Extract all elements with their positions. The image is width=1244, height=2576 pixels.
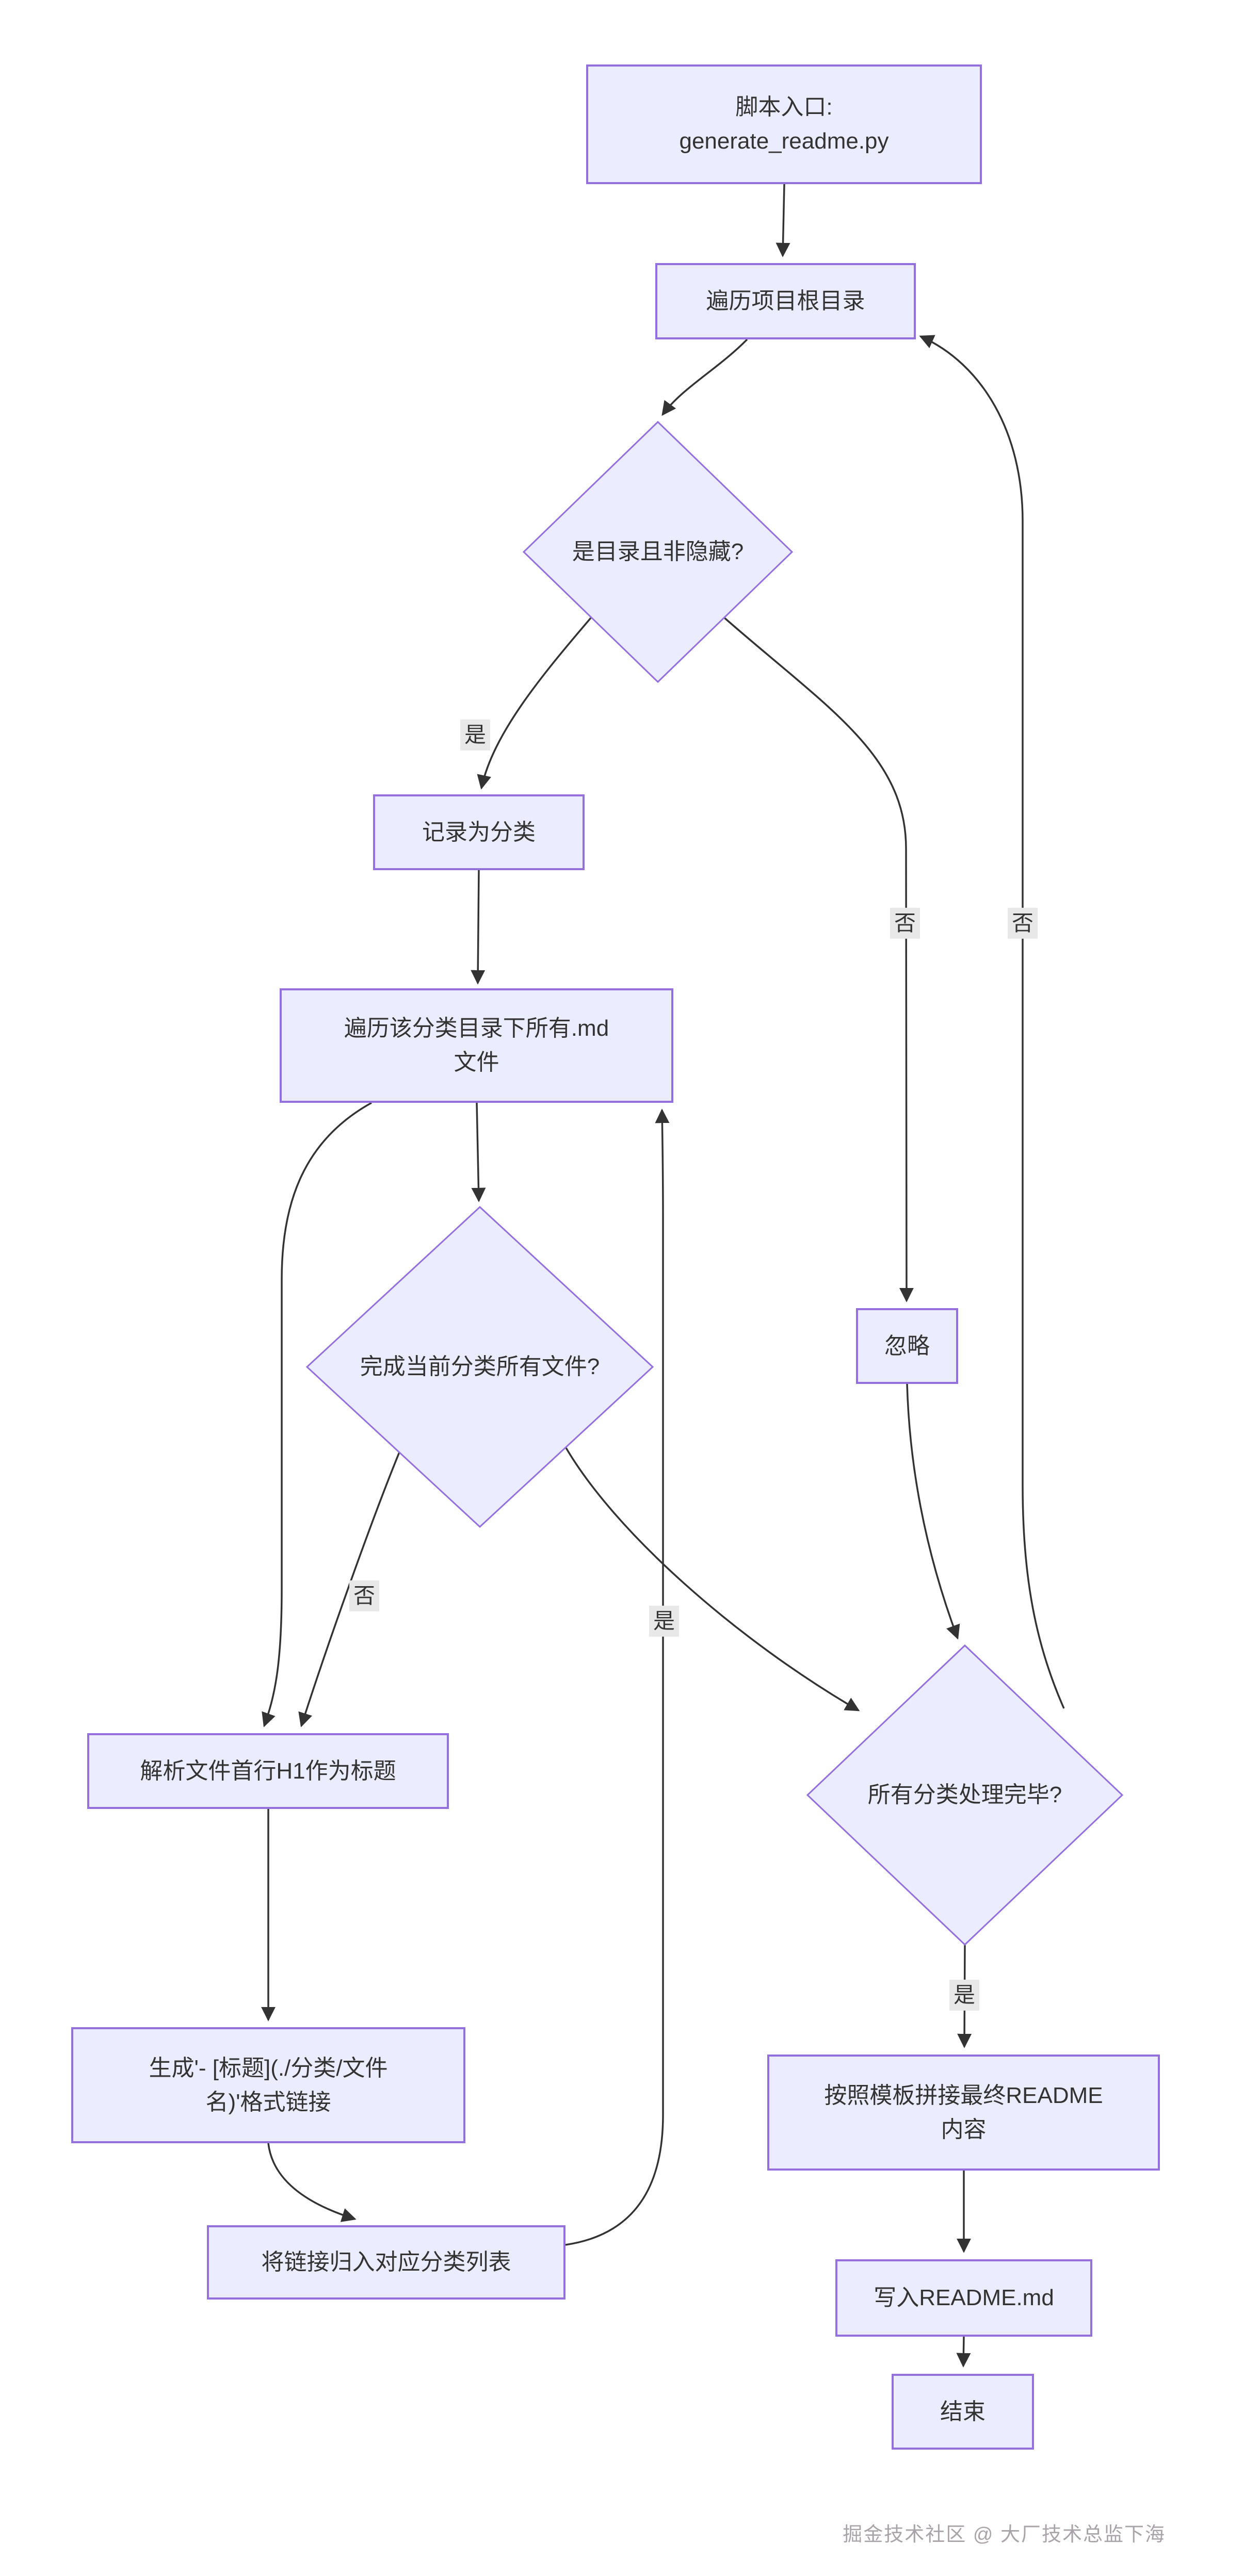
edge-label-is-dir-yes: 是 bbox=[460, 719, 491, 751]
node-write-readme: 写入README.md bbox=[835, 2259, 1092, 2337]
edge-generate-to-append bbox=[267, 2143, 357, 2222]
watermark-text: 掘金技术社区 @ 大厂技术总监下海 bbox=[843, 2524, 1166, 2546]
edge-categories-done-no-to-traverse-root bbox=[919, 335, 1065, 1709]
edge-label-categories-done-no: 否 bbox=[1007, 907, 1038, 939]
node-generate-link: 生成'- [标题](./分类/文件 名)'格式链接 bbox=[71, 2027, 465, 2143]
decision-categories-done-shape bbox=[806, 1644, 1124, 1946]
edge-append-loop-to-traverse-md bbox=[565, 1108, 670, 2246]
edge-ignore-to-categories-done bbox=[906, 1383, 960, 1640]
edge-files-done-yes-to-categories-done bbox=[563, 1444, 860, 1711]
node-parse-h1-title: 解析文件首行H1作为标题 bbox=[87, 1733, 449, 1809]
edge-traverse-root-to-is-dir bbox=[661, 338, 748, 416]
edge-traverse-md-to-files-done bbox=[471, 1102, 486, 1202]
node-end: 结束 bbox=[892, 2374, 1034, 2450]
edge-files-done-no-to-parse bbox=[298, 1434, 408, 1727]
node-traverse-md-files: 遍历该分类目录下所有.md 文件 bbox=[280, 988, 673, 1103]
edge-is-dir-yes-to-record bbox=[477, 617, 592, 790]
node-script-entry: 脚本入口: generate_readme.py bbox=[586, 64, 982, 184]
node-append-link: 将链接归入对应分类列表 bbox=[207, 2225, 566, 2300]
edge-write-to-end bbox=[956, 2336, 971, 2368]
decision-is-dir-shape bbox=[522, 420, 794, 683]
edge-traverse-md-to-parse bbox=[262, 1102, 372, 1727]
edge-label-categories-done-yes: 是 bbox=[949, 1979, 980, 2011]
edge-is-dir-no-to-ignore bbox=[722, 616, 914, 1302]
node-traverse-root: 遍历项目根目录 bbox=[655, 263, 916, 339]
edge-label-files-done-no: 否 bbox=[349, 1580, 380, 1612]
edge-label-is-dir-no: 否 bbox=[890, 907, 920, 939]
node-ignore: 忽略 bbox=[856, 1308, 958, 1384]
edge-entry-to-traverse-root bbox=[776, 184, 790, 257]
edge-label-files-done-yes: 是 bbox=[649, 1605, 680, 1637]
edge-record-to-traverse-md bbox=[471, 870, 486, 985]
node-assemble-readme: 按照模板拼接最终README 内容 bbox=[767, 2055, 1160, 2171]
node-record-category: 记录为分类 bbox=[373, 794, 585, 870]
decision-files-done-shape bbox=[305, 1205, 654, 1528]
